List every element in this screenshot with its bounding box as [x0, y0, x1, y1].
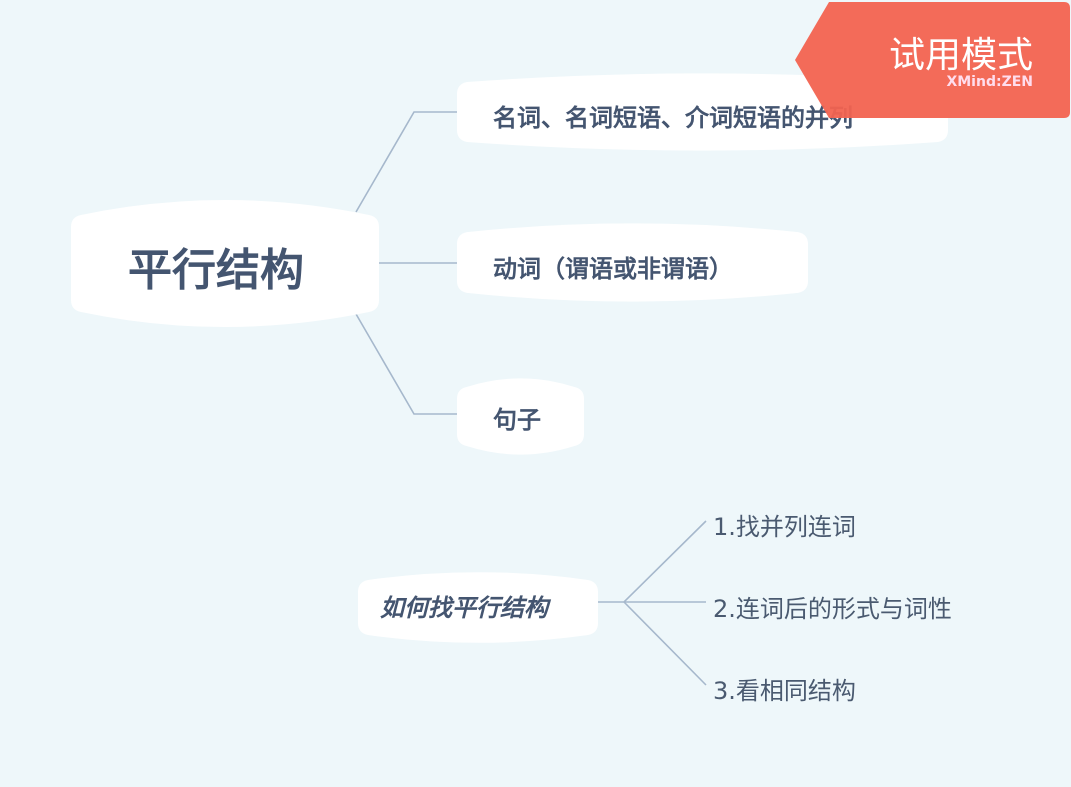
subtopic-1[interactable]: 1.找并列连词 [713, 513, 856, 541]
branch-topic-2[interactable]: 动词（谓语或非谓语） [493, 255, 733, 283]
connector [598, 520, 707, 603]
floating-shape [358, 572, 598, 643]
connector [355, 313, 457, 415]
subtopic-3[interactable]: 3.看相同结构 [713, 677, 856, 705]
xmind-logo: XMind:ZEN [946, 74, 1033, 90]
subtopic-2[interactable]: 2.连词后的形式与词性 [713, 595, 952, 623]
branch-topic-3[interactable]: 句子 [493, 406, 541, 434]
trial-mode-badge[interactable]: 试用模式 XMind:ZEN [793, 0, 1071, 118]
branch-shape [457, 223, 808, 302]
central-topic-shape [71, 199, 379, 328]
badge-title: 试用模式 [888, 35, 1033, 76]
branch-topic-1[interactable]: 名词、名词短语、介词短语的并列 [493, 104, 853, 132]
branch-shape [457, 378, 584, 455]
floating-topic[interactable]: 如何找平行结构 [380, 594, 548, 622]
connector [355, 111, 457, 213]
central-topic[interactable]: 平行结构 [128, 245, 304, 296]
connector [623, 601, 707, 686]
